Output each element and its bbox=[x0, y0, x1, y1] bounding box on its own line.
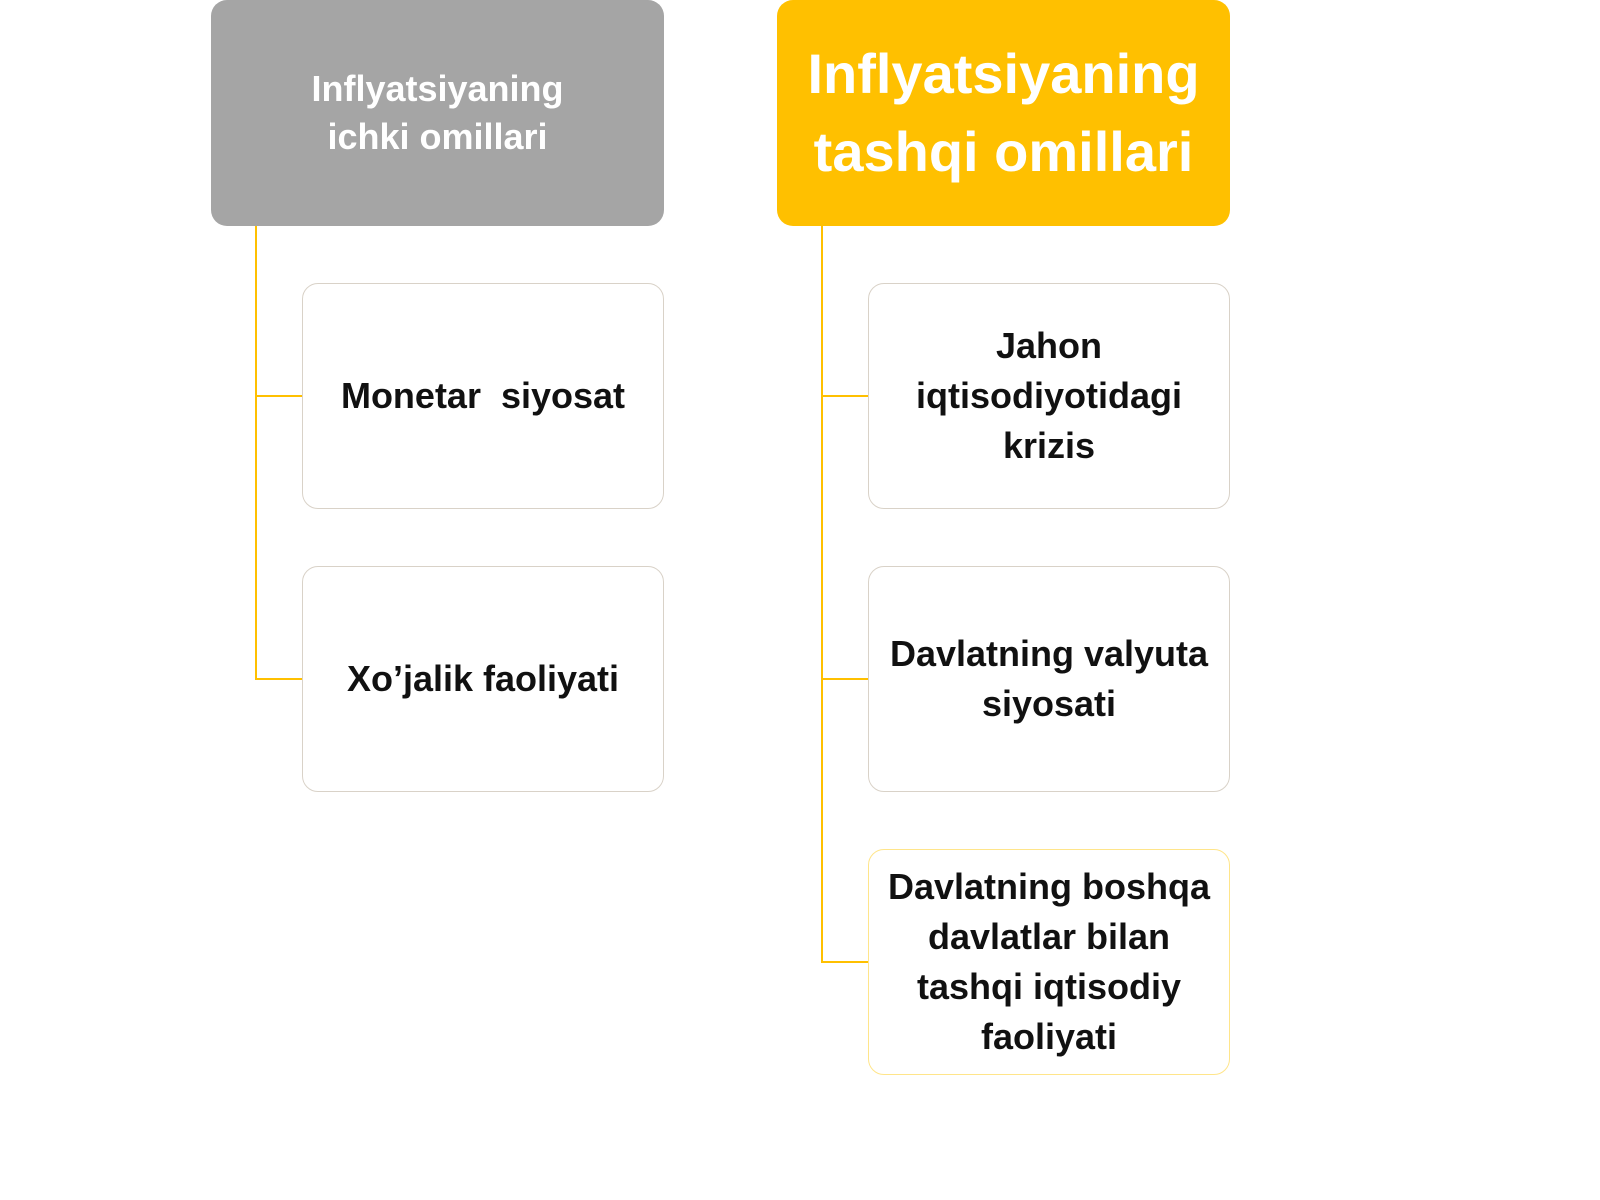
internal-factors-header-text: Inflyatsiyaning ichki omillari bbox=[311, 68, 564, 157]
external-factor-box: Davlatning boshqa davlatlar bilan tashqi… bbox=[868, 849, 1230, 1075]
right-connector-branch-3 bbox=[821, 961, 868, 963]
internal-factor-label: Monetar siyosat bbox=[340, 375, 626, 416]
external-factor-box: Davlatning valyuta siyosati bbox=[868, 566, 1230, 792]
external-factors-header: Inflyatsiyaning tashqi omillari bbox=[777, 0, 1230, 226]
left-connector-branch-2 bbox=[255, 678, 302, 680]
right-connector-branch-1 bbox=[821, 395, 868, 397]
internal-factor-label: Xo’jalik faoliyati bbox=[346, 658, 620, 699]
right-connector-branch-2 bbox=[821, 678, 868, 680]
external-factor-label: Jahon iqtisodiyotidagi krizis bbox=[916, 325, 1182, 466]
external-factors-header-text: Inflyatsiyaning tashqi omillari bbox=[807, 42, 1200, 183]
right-connector-trunk bbox=[821, 226, 823, 963]
internal-factor-box: Xo’jalik faoliyati bbox=[302, 566, 664, 792]
internal-factors-header: Inflyatsiyaning ichki omillari bbox=[211, 0, 664, 226]
left-connector-trunk bbox=[255, 226, 257, 680]
external-factor-label: Davlatning valyuta siyosati bbox=[889, 633, 1209, 724]
internal-factor-box: Monetar siyosat bbox=[302, 283, 664, 509]
external-factor-label: Davlatning boshqa davlatlar bilan tashqi… bbox=[887, 866, 1211, 1057]
external-factor-box: Jahon iqtisodiyotidagi krizis bbox=[868, 283, 1230, 509]
left-connector-branch-1 bbox=[255, 395, 302, 397]
